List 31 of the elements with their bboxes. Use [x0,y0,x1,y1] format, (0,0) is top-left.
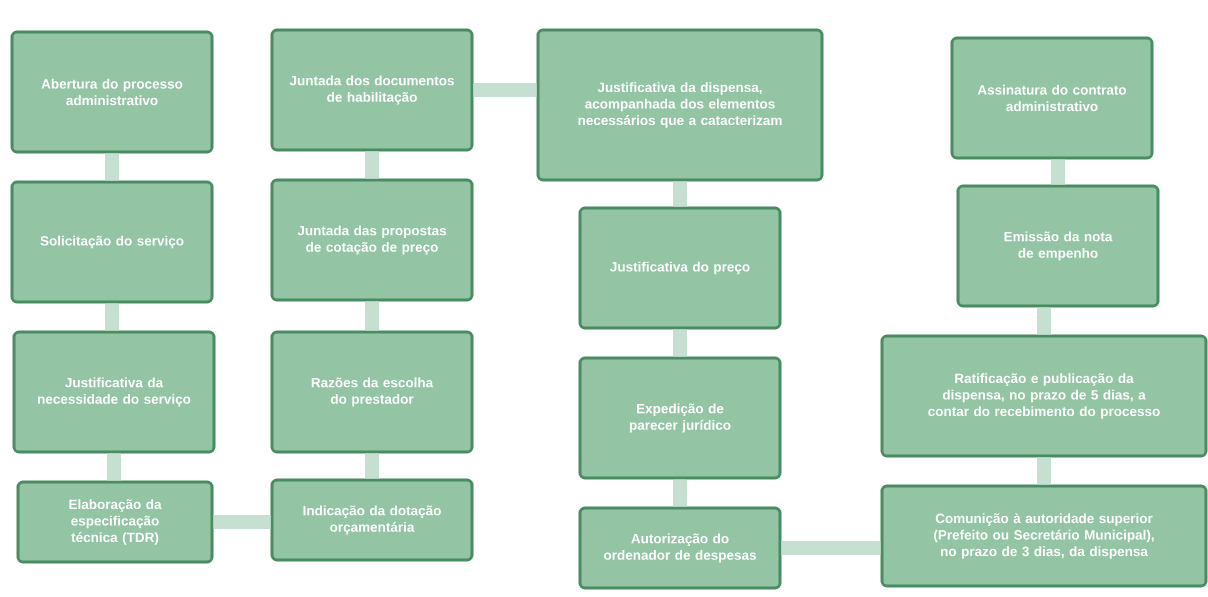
process-box: Justificativa da necessidade do serviço [12,330,216,454]
connector [473,83,537,97]
process-box: Juntada dos documentos de habilitação [270,28,474,152]
process-box: Autorização do ordenador de despesas [578,506,782,590]
connector [1051,159,1065,185]
connector [1037,457,1051,485]
connector [105,303,119,331]
process-box: Indicação da dotação orçamentária [270,478,474,562]
connector [673,181,687,207]
connector [105,153,119,181]
process-box: Emissão da nota de empenho [956,184,1160,308]
process-box: Assinatura do contrato administrativo [950,36,1154,160]
process-box: Justificativa do preço [578,206,782,330]
process-box: Elaboração da especificação técnica (TDR) [16,480,214,564]
process-box: Abertura do processo administrativo [10,30,214,154]
process-box: Expedição de parecer jurídico [578,356,782,480]
process-box: Razões da escolha do prestador [270,330,474,454]
connector [365,301,379,331]
connector [673,479,687,507]
connector [213,515,271,529]
process-box: Comunição à autoridade superior (Prefeito ou Secretário Municipal), no prazo de 3 dias, da dispensa [880,484,1208,588]
process-box: Solicitação do serviço [10,180,214,304]
connector [1037,307,1051,335]
process-box: Ratificação e publicação da dispensa, no prazo de 5 dias, a contar do recebimento do processo [880,334,1208,458]
connector [365,453,379,479]
connector [781,541,881,555]
process-box: Justificativa da dispensa, acompanhada dos elementos necessários que a catacterizam [536,28,824,182]
connector [673,329,687,357]
connector [365,151,379,179]
process-box: Juntada das propostas de cotação de preço [270,178,474,302]
connector [107,453,121,481]
